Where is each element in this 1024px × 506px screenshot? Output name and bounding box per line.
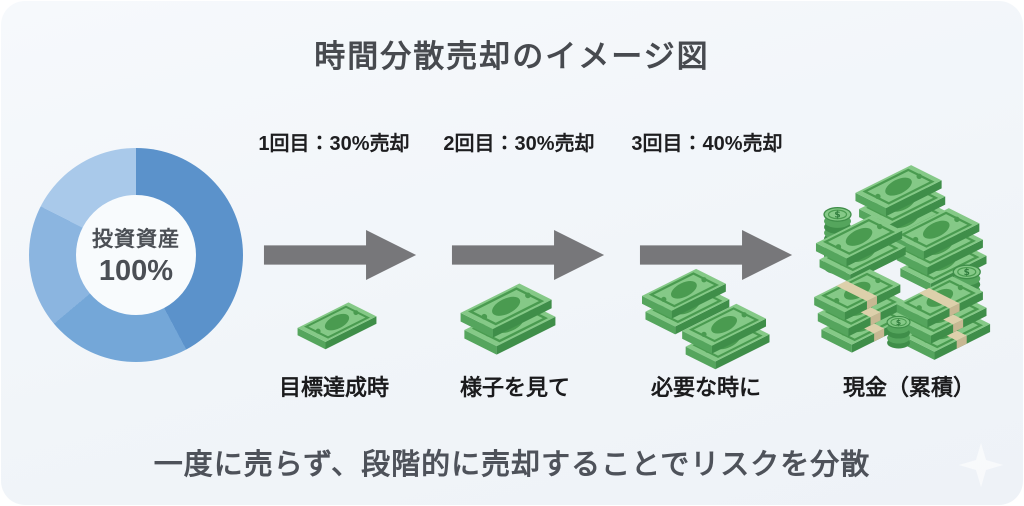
step-1-sale-label: 1回目：30%売却: [258, 133, 410, 155]
result-caption: 現金（累積）: [842, 375, 976, 400]
money-stack-two-icon: [459, 282, 557, 356]
step-3-caption: 必要な時に: [650, 375, 762, 400]
arrow-right-icon: [263, 229, 417, 281]
step-3-sale-label: 3回目：40%売却: [631, 133, 783, 155]
donut-percentage-text: 100%: [98, 254, 174, 287]
donut-label-text: 投資資産: [92, 227, 180, 251]
step-1-caption: 目標達成時: [278, 375, 390, 400]
arrow-right-icon: [451, 229, 605, 281]
footer-message: 一度に売らず、段階的に売却することでリスクを分散: [153, 449, 871, 481]
step-2-sale-label: 2回目：30%売却: [443, 133, 595, 155]
money-bill-single-icon: [296, 301, 378, 351]
page-title: 時間分散売却のイメージ図: [314, 39, 710, 74]
donut-chart: 投資資産 100%: [29, 148, 243, 362]
donut-center-label: 投資資産 100%: [76, 195, 196, 315]
money-pile-large-icon: [807, 163, 991, 363]
step-2-caption: 様子を見て: [459, 375, 571, 400]
sparkle-icon: [959, 443, 1003, 487]
money-stacks-double-icon: [640, 267, 771, 371]
